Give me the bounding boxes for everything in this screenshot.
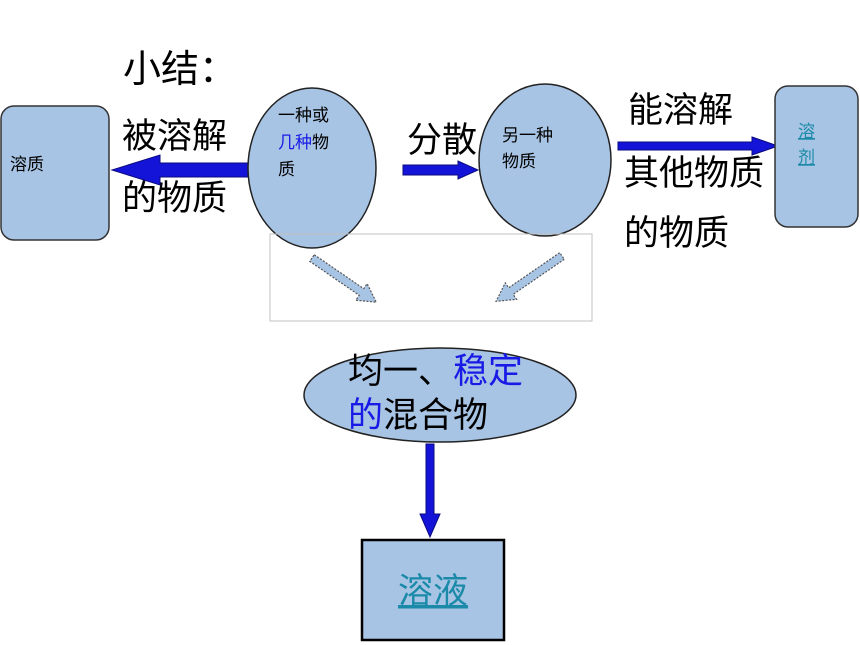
solute-label: 溶质 bbox=[10, 155, 44, 175]
solution-box: 溶液 bbox=[360, 538, 506, 642]
mixture-line2-plain: 混合物 bbox=[383, 396, 488, 436]
source-ellipse: 一种或 几种物 质 bbox=[247, 87, 377, 249]
arrow-to-solute bbox=[110, 154, 249, 186]
solvent-box: 溶 剂 bbox=[774, 85, 859, 228]
converge-arrow-right bbox=[495, 251, 566, 303]
source-ellipse-line2-rest: 物 bbox=[312, 133, 329, 153]
solvent-link-char2[interactable]: 剂 bbox=[798, 148, 815, 168]
solute-desc-line2: 的物质 bbox=[122, 179, 227, 219]
solute-desc-line1: 被溶解 bbox=[122, 117, 227, 157]
source-ellipse-line2: 几种物 bbox=[278, 133, 329, 153]
disperse-label: 分散 bbox=[407, 121, 477, 161]
medium-ellipse-line1: 另一种 bbox=[502, 126, 553, 146]
mixture-line2: 的混合物 bbox=[348, 396, 488, 436]
mixture-line1-plain: 均一、 bbox=[348, 352, 453, 392]
medium-ellipse-line2: 物质 bbox=[502, 152, 536, 172]
solvent-desc-line2: 其他物质 bbox=[624, 154, 764, 194]
solvent-desc-line1: 能溶解 bbox=[628, 91, 733, 131]
source-ellipse-line3: 质 bbox=[278, 160, 295, 180]
converge-frame bbox=[269, 233, 593, 322]
solute-box: 溶质 bbox=[0, 105, 110, 241]
slide-title: 小结： bbox=[123, 47, 237, 91]
solution-link[interactable]: 溶液 bbox=[398, 572, 468, 612]
arrow-to-solution bbox=[419, 443, 441, 539]
mixture-line1: 均一、稳定 bbox=[348, 352, 523, 392]
mixture-ellipse: 均一、稳定 的混合物 bbox=[303, 347, 577, 443]
converge-arrow-left bbox=[308, 253, 378, 303]
medium-ellipse: 另一种 物质 bbox=[478, 83, 612, 237]
mixture-line1-highlight: 稳定 bbox=[453, 352, 523, 392]
source-ellipse-highlight: 几种 bbox=[278, 133, 312, 153]
solvent-desc-line3: 的物质 bbox=[624, 214, 729, 254]
disperse-arrow bbox=[402, 160, 480, 180]
arrow-to-solvent bbox=[617, 136, 780, 156]
mixture-line2-highlight: 的 bbox=[348, 396, 383, 436]
source-ellipse-line1: 一种或 bbox=[278, 106, 329, 126]
solvent-link-char1[interactable]: 溶 bbox=[798, 122, 815, 142]
